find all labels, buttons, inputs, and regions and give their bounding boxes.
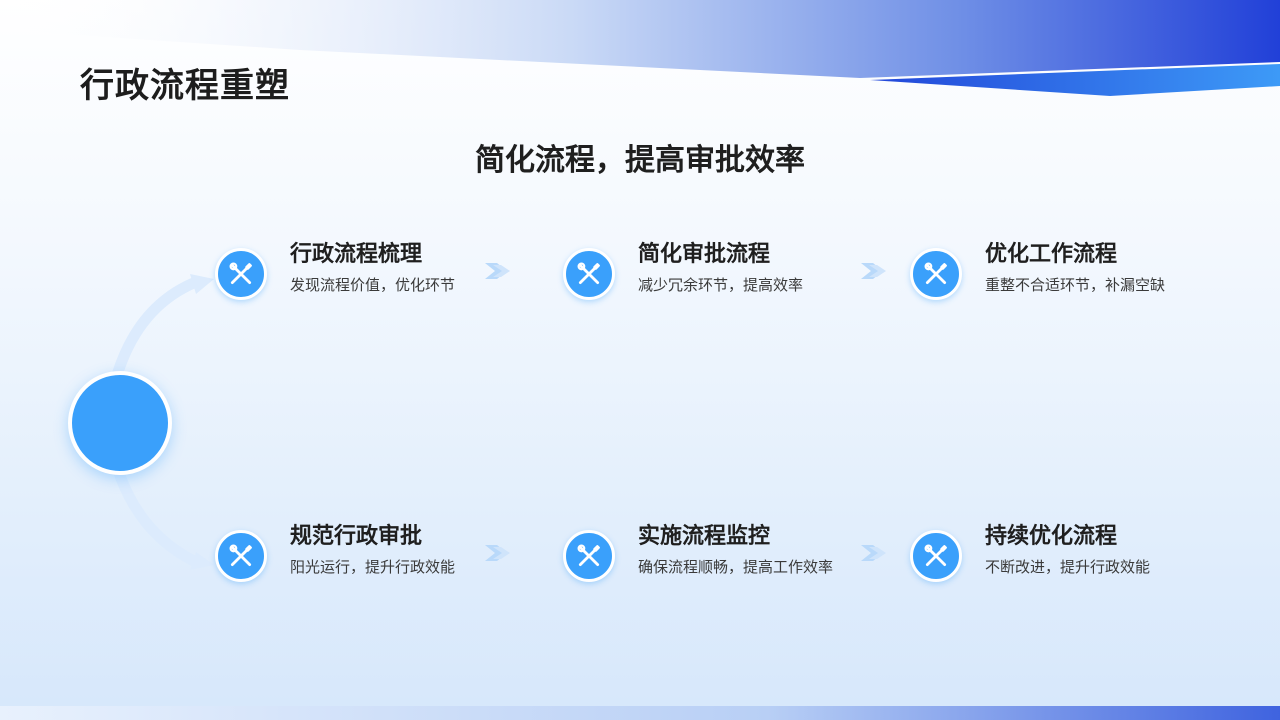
step-description: 发现流程价值，优化环节 xyxy=(290,276,456,294)
step-card: 持续优化流程 不断改进，提升行政效能 xyxy=(910,524,1210,596)
arrow-right-icon xyxy=(485,545,510,561)
step-title: 实施流程监控 xyxy=(638,524,771,549)
tools-icon xyxy=(910,530,962,582)
step-card: 简化审批流程 减少冗余环节，提高效率 xyxy=(563,242,863,314)
top-banner-stripe xyxy=(870,64,1280,96)
tools-icon xyxy=(563,530,615,582)
arrow-right-icon xyxy=(485,263,510,279)
step-card: 实施流程监控 确保流程顺畅，提高工作效率 xyxy=(563,524,863,596)
arrow-right-icon xyxy=(861,545,886,561)
step-description: 不断改进，提升行政效能 xyxy=(985,558,1151,576)
tools-icon xyxy=(215,248,267,300)
step-title: 持续优化流程 xyxy=(985,524,1118,549)
upper-arc xyxy=(112,276,202,378)
step-card: 优化工作流程 重整不合适环节，补漏空缺 xyxy=(910,242,1210,314)
step-description: 减少冗余环节，提高效率 xyxy=(638,276,804,294)
step-description: 阳光运行，提升行政效能 xyxy=(290,558,456,576)
bottom-bar xyxy=(0,706,1280,720)
upper-arc-arrowhead xyxy=(190,274,214,294)
page-subtitle: 简化流程，提高审批效率 xyxy=(475,143,805,178)
step-title: 行政流程梳理 xyxy=(290,242,423,267)
tools-icon xyxy=(910,248,962,300)
step-title: 优化工作流程 xyxy=(985,242,1118,267)
tools-icon xyxy=(215,530,267,582)
step-title: 简化审批流程 xyxy=(638,242,771,267)
step-description: 确保流程顺畅，提高工作效率 xyxy=(638,558,834,576)
step-card: 规范行政审批 阳光运行，提升行政效能 xyxy=(215,524,515,596)
lower-arc-arrowhead xyxy=(190,552,214,570)
arrow-right-icon xyxy=(861,263,886,279)
center-node xyxy=(68,371,172,475)
step-description: 重整不合适环节，补漏空缺 xyxy=(985,276,1166,294)
step-title: 规范行政审批 xyxy=(290,524,423,549)
lower-arc xyxy=(112,464,202,568)
page-title: 行政流程重塑 xyxy=(80,66,290,106)
step-card: 行政流程梳理 发现流程价值，优化环节 xyxy=(215,242,515,314)
tools-icon xyxy=(563,248,615,300)
